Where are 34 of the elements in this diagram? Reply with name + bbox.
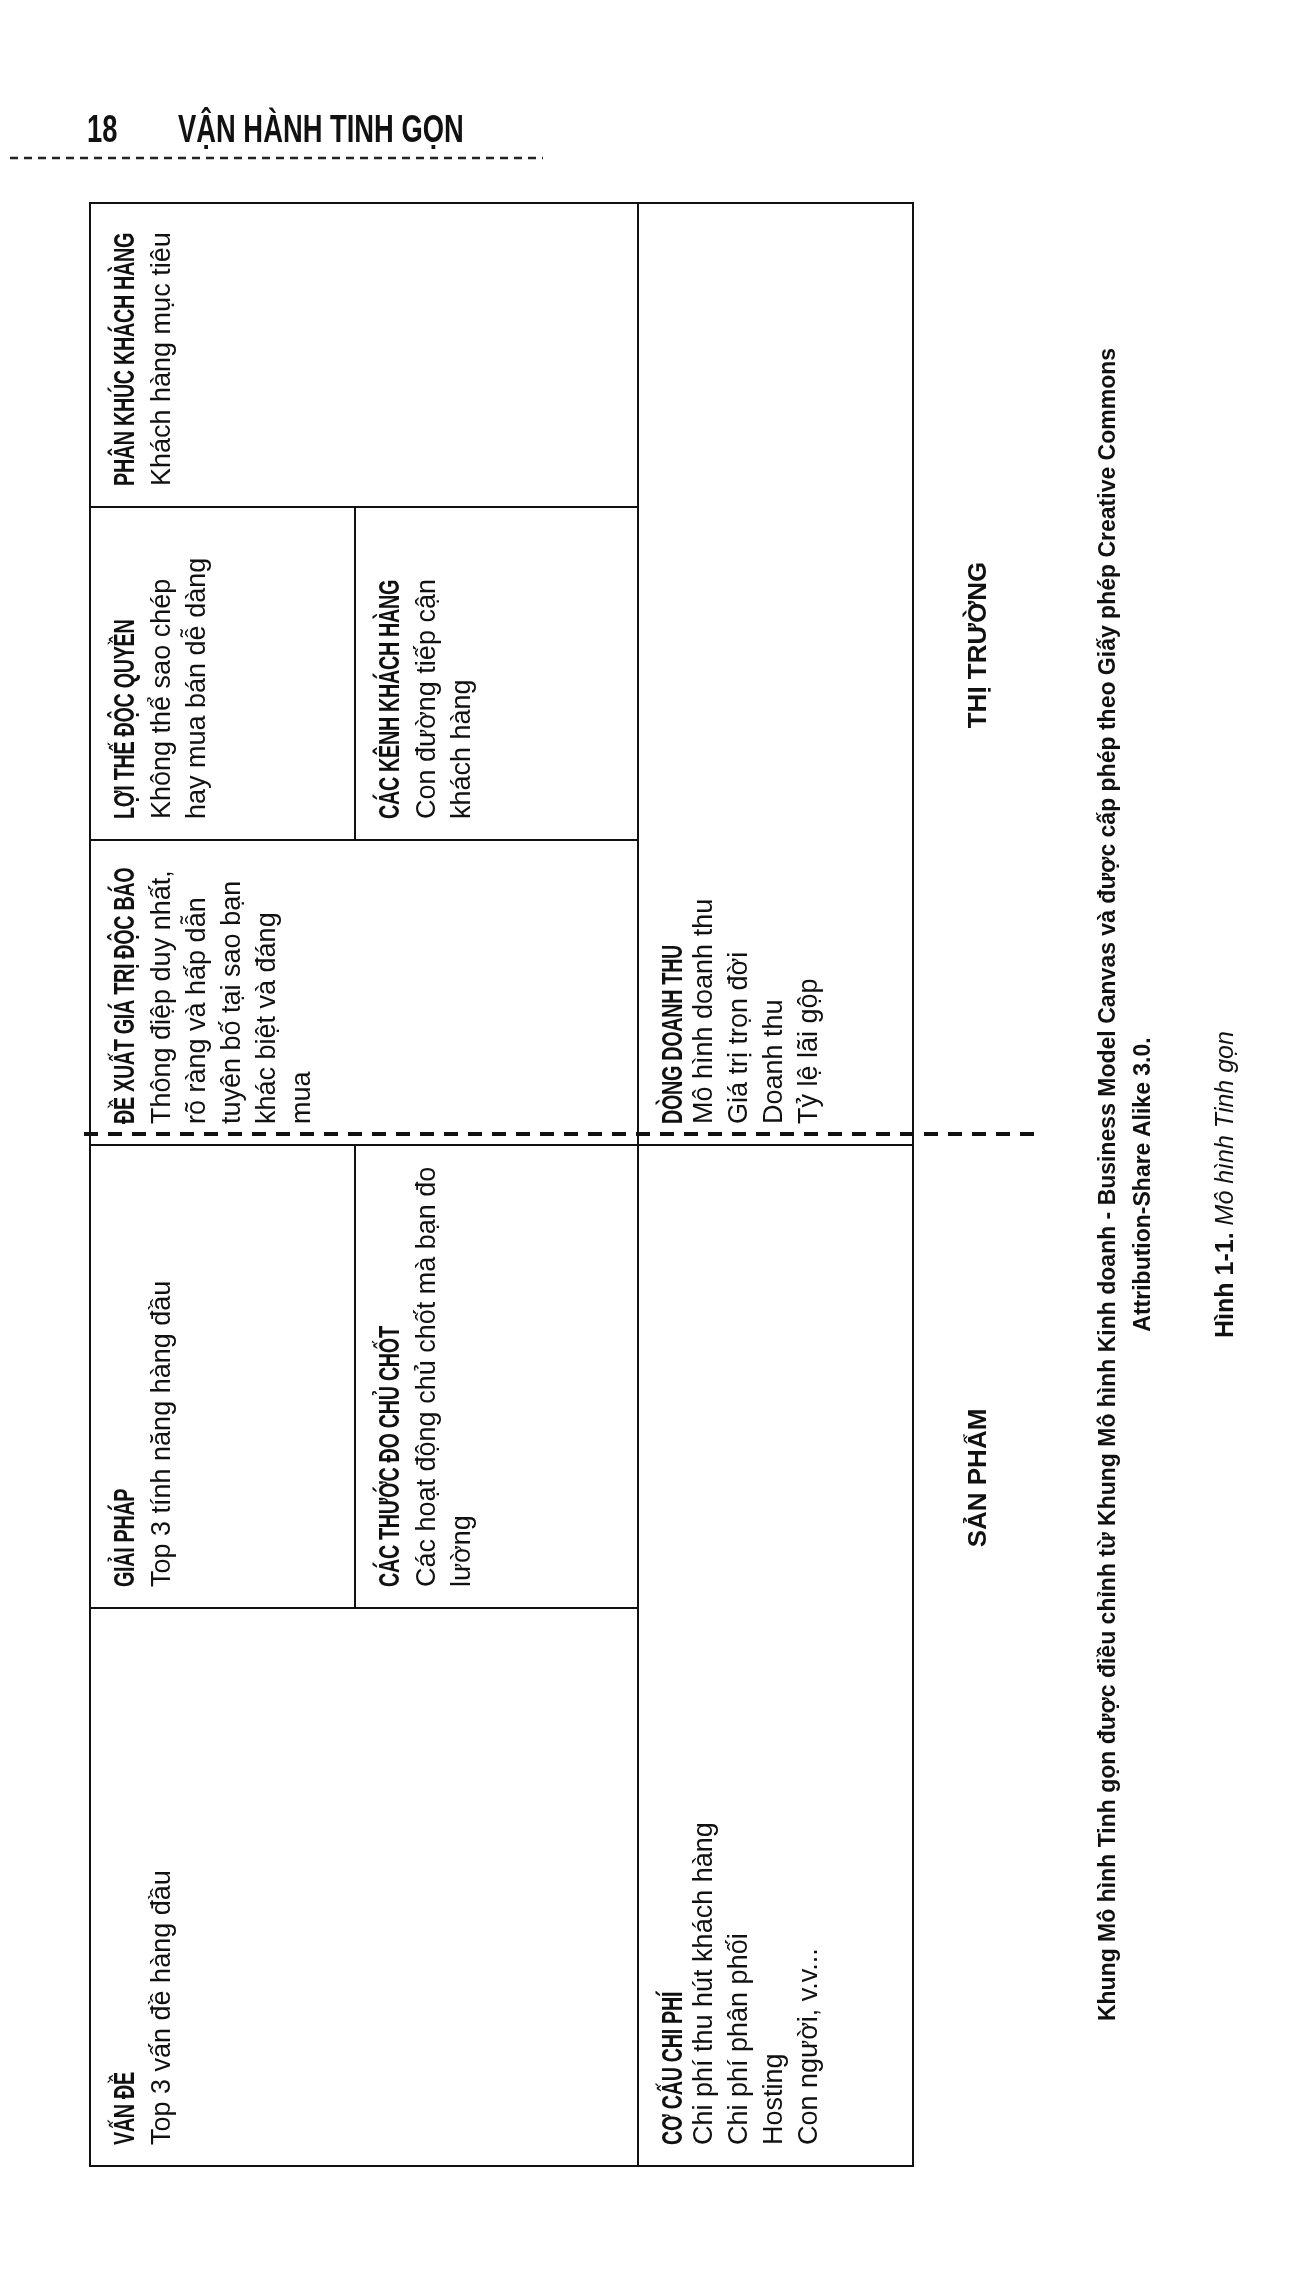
block-description: Con đường tiếp cận khách hàng xyxy=(410,578,478,819)
list-item: Chi phí thu hút khách hàng xyxy=(687,1821,719,2145)
block-description: Khách hàng mục tiêu xyxy=(145,231,177,486)
axis-label: SẢN PHẨM xyxy=(962,1407,993,1550)
canvas-block xyxy=(637,1144,914,2167)
list-item: Chi phí phân phối xyxy=(722,1932,755,2145)
canvas-block xyxy=(89,1607,639,2167)
block-heading: CÁC KÊNH KHÁCH HÀNG xyxy=(372,579,406,819)
figure-caption: Hình 1-1. Mô hình Tinh gọn xyxy=(1210,1031,1238,1338)
block-description: Top 3 tính năng hàng đầu xyxy=(145,1279,177,1587)
list-item: Giá trị trọn đời xyxy=(722,950,755,1124)
block-heading: VẤN ĐỀ xyxy=(107,2072,141,2145)
block-heading: GIẢI PHÁP xyxy=(107,1488,141,1587)
block-heading: LỢI THẾ ĐỘC QUYỀN xyxy=(107,619,141,819)
page-number: 18 xyxy=(87,108,118,151)
block-description: Các hoạt động chủ chốt mà bạn đo lường xyxy=(410,1166,478,1587)
axis-label: THỊ TRƯỜNG xyxy=(962,560,993,731)
block-description: Top 3 vấn đề hàng đầu xyxy=(145,1869,177,2145)
list-item: Con người, v.v... xyxy=(792,1947,825,2145)
list-item: Mô hình doanh thu xyxy=(687,897,719,1124)
list-item: Tỷ lệ lãi gộp xyxy=(792,977,825,1124)
running-header: VẬN HÀNH TINH GỌN xyxy=(178,108,464,151)
list-item: Hosting xyxy=(757,2052,790,2145)
canvas-block xyxy=(89,202,639,508)
block-heading: CƠ CẤU CHI PHÍ xyxy=(655,1991,689,2145)
block-description: Thông điệp duy nhất, rõ ràng và hấp dẫn tuyên bố tại sao bạn khác biệt và đáng mua xyxy=(145,869,318,1124)
list-item: Doanh thu xyxy=(757,998,790,1124)
block-heading: PHÂN KHÚC KHÁCH HÀNG xyxy=(107,233,141,486)
block-heading: CÁC THƯỚC ĐO CHỦ CHỐT xyxy=(372,1326,406,1587)
block-description: Không thể sao chép hay mua bán dễ dàng xyxy=(145,556,213,819)
canvas-block xyxy=(637,202,914,1146)
attribution-note: Khung Mô hình Tinh gọn được điều chỉnh từ Khung Mô hình Kinh doanh - Business Model Canvas và được cấp phép theo Giấy phép Creative Commons Attribution-Share Alike 3.0. xyxy=(1093,346,1156,2024)
block-heading: DÒNG DOANH THU xyxy=(655,944,689,1124)
block-heading: ĐỀ XUẤT GIÁ TRỊ ĐỘC BÁO xyxy=(107,867,141,1124)
